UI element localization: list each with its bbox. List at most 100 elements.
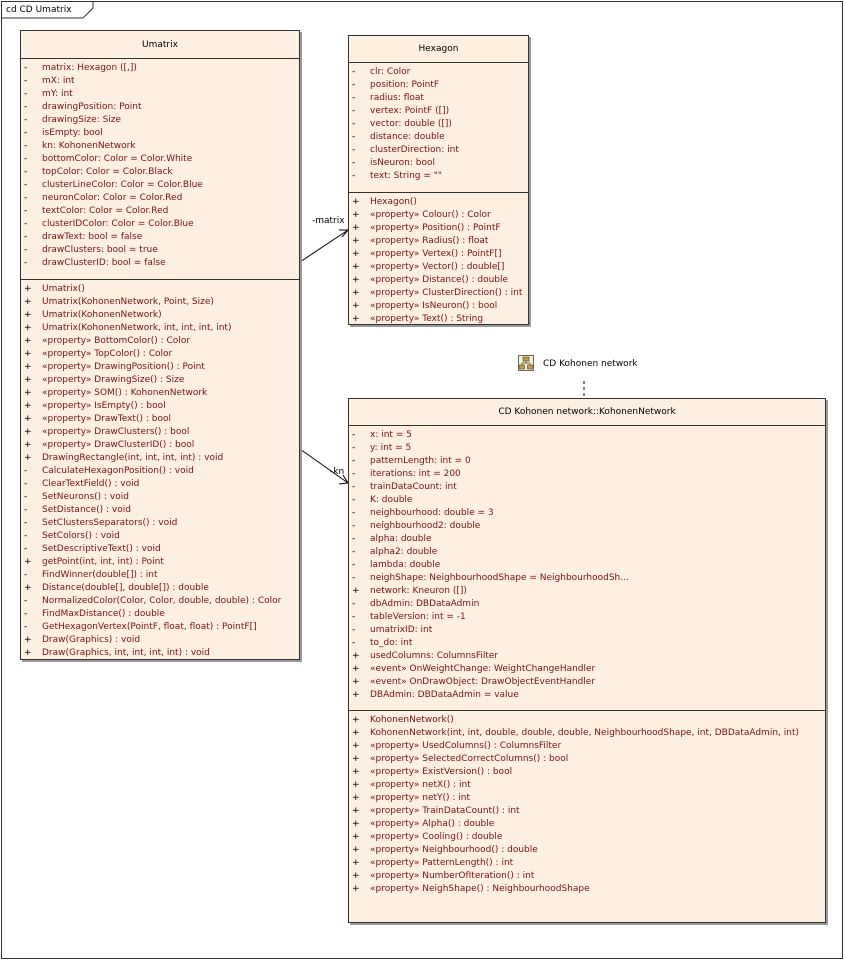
operation-row[interactable]: +Draw(Graphics, int, int, int, int) : vo… — [21, 647, 299, 660]
class-umatrix[interactable]: Umatrix -matrix: Hexagon ([,])-mX: int-m… — [20, 30, 300, 660]
operation-row[interactable]: +Umatrix(KohonenNetwork) — [21, 309, 299, 322]
attribute-row[interactable]: -vertex: PointF ([]) — [349, 105, 528, 118]
attribute-row[interactable]: +network: Kneuron ([]) — [349, 585, 825, 598]
operation-row[interactable]: +«property» NeighShape() : Neighbourhood… — [349, 883, 825, 896]
attribute-row[interactable]: -mX: int — [21, 75, 299, 88]
operation-row[interactable]: -FindMaxDistance() : double — [21, 608, 299, 621]
attribute-row[interactable]: -neighbourhood: double = 3 — [349, 507, 825, 520]
operation-row[interactable]: +«property» Vector() : double[] — [349, 261, 528, 274]
attribute-row[interactable]: -tableVersion: int = -1 — [349, 611, 825, 624]
operation-row[interactable]: -ClearTextField() : void — [21, 478, 299, 491]
operation-row[interactable]: -FindWinner(double[]) : int — [21, 569, 299, 582]
operation-row[interactable]: +Umatrix() — [21, 283, 299, 296]
operation-row[interactable]: +Draw(Graphics) : void — [21, 634, 299, 647]
operation-row[interactable]: -GetHexagonVertex(PointF, float, float) … — [21, 621, 299, 634]
attribute-row[interactable]: -isEmpty: bool — [21, 127, 299, 140]
attribute-row[interactable]: -radius: float — [349, 92, 528, 105]
operation-row[interactable]: +DrawingRectangle(int, int, int, int) : … — [21, 452, 299, 465]
attribute-row[interactable]: -y: int = 5 — [349, 442, 825, 455]
operation-row[interactable]: +«property» DrawingSize() : Size — [21, 374, 299, 387]
operation-row[interactable]: +«property» TrainDataCount() : int — [349, 805, 825, 818]
attribute-row[interactable]: -drawingSize: Size — [21, 114, 299, 127]
attribute-row[interactable]: -text: String = "" — [349, 170, 528, 183]
operation-row[interactable]: +«property» BottomColor() : Color — [21, 335, 299, 348]
operation-row[interactable]: -SetClustersSeparators() : void — [21, 517, 299, 530]
operation-row[interactable]: +«property» DrawClusterID() : bool — [21, 439, 299, 452]
operation-row[interactable]: +Umatrix(KohonenNetwork, int, int, int, … — [21, 322, 299, 335]
attribute-row[interactable]: -vector: double ([]) — [349, 118, 528, 131]
operation-row[interactable]: +«property» PatternLength() : int — [349, 857, 825, 870]
attribute-row[interactable]: -distance: double — [349, 131, 528, 144]
operation-row[interactable]: +«property» Vertex() : PointF[] — [349, 248, 528, 261]
attribute-row[interactable]: -alpha: double — [349, 533, 825, 546]
attribute-row[interactable]: -topColor: Color = Color.Black — [21, 166, 299, 179]
attribute-row[interactable]: -dbAdmin: DBDataAdmin — [349, 598, 825, 611]
operation-row[interactable]: +«property» Alpha() : double — [349, 818, 825, 831]
attribute-row[interactable]: -neuronColor: Color = Color.Red — [21, 192, 299, 205]
attribute-row[interactable]: +«event» OnDrawObject: DrawObjectEventHa… — [349, 676, 825, 689]
operation-row[interactable]: +«property» IsNeuron() : bool — [349, 300, 528, 313]
attribute-row[interactable]: -umatrixID: int — [349, 624, 825, 637]
attribute-row[interactable]: -trainDataCount: int — [349, 481, 825, 494]
operation-row[interactable]: +KohonenNetwork() — [349, 714, 825, 727]
attribute-row[interactable]: -alpha2: double — [349, 546, 825, 559]
operation-row[interactable]: +«property» UsedColumns() : ColumnsFilte… — [349, 740, 825, 753]
operation-row[interactable]: +«property» Position() : PointF — [349, 222, 528, 235]
attribute-row[interactable]: -iterations: int = 200 — [349, 468, 825, 481]
attribute-row[interactable]: -kn: KohonenNetwork — [21, 140, 299, 153]
operation-row[interactable]: -SetDistance() : void — [21, 504, 299, 517]
attribute-row[interactable]: -clr: Color — [349, 66, 528, 79]
operation-row[interactable]: +«property» Colour() : Color — [349, 209, 528, 222]
attribute-row[interactable]: -bottomColor: Color = Color.White — [21, 153, 299, 166]
attribute-row[interactable]: -neighShape: NeighbourhoodShape = Neighb… — [349, 572, 825, 585]
attribute-row[interactable]: -neighbourhood2: double — [349, 520, 825, 533]
operation-row[interactable]: -SetDescriptiveText() : void — [21, 543, 299, 556]
operation-row[interactable]: +KohonenNetwork(int, int, double, double… — [349, 727, 825, 740]
operation-row[interactable]: +Distance(double[], double[]) : double — [21, 582, 299, 595]
attribute-row[interactable]: -clusterLineColor: Color = Color.Blue — [21, 179, 299, 192]
attribute-row[interactable]: -matrix: Hexagon ([,]) — [21, 62, 299, 75]
operation-row[interactable]: +«property» Radius() : float — [349, 235, 528, 248]
class-hexagon[interactable]: Hexagon -clr: Color-position: PointF-rad… — [348, 35, 529, 325]
operation-row[interactable]: +«property» DrawClusters() : bool — [21, 426, 299, 439]
operation-row[interactable]: +«property» Text() : String — [349, 313, 528, 326]
attribute-row[interactable]: -mY: int — [21, 88, 299, 101]
operation-row[interactable]: -NormalizedColor(Color, Color, double, d… — [21, 595, 299, 608]
attribute-row[interactable]: -clusterIDColor: Color = Color.Blue — [21, 218, 299, 231]
operation-row[interactable]: +«property» SOM() : KohonenNetwork — [21, 387, 299, 400]
operation-row[interactable]: -SetNeurons() : void — [21, 491, 299, 504]
operation-row[interactable]: +«property» Cooling() : double — [349, 831, 825, 844]
operation-row[interactable]: +«property» Neighbourhood() : double — [349, 844, 825, 857]
operation-row[interactable]: +«property» NumberOfIteration() : int — [349, 870, 825, 883]
operation-row[interactable]: +«property» DrawText() : bool — [21, 413, 299, 426]
operation-row[interactable]: +«property» TopColor() : Color — [21, 348, 299, 361]
attribute-row[interactable]: -drawingPosition: Point — [21, 101, 299, 114]
operation-row[interactable]: +Hexagon() — [349, 196, 528, 209]
attribute-row[interactable]: -drawText: bool = false — [21, 231, 299, 244]
attribute-row[interactable]: +«event» OnWeightChange: WeightChangeHan… — [349, 663, 825, 676]
attribute-row[interactable]: -to_do: int — [349, 637, 825, 650]
attribute-row[interactable]: -clusterDirection: int — [349, 144, 528, 157]
attribute-row[interactable]: -K: double — [349, 494, 825, 507]
operation-row[interactable]: -SetColors() : void — [21, 530, 299, 543]
attribute-row[interactable]: -isNeuron: bool — [349, 157, 528, 170]
class-kohonen-network[interactable]: CD Kohonen network::KohonenNetwork -x: i… — [348, 398, 826, 923]
attribute-row[interactable]: -patternLength: int = 0 — [349, 455, 825, 468]
attribute-row[interactable]: +usedColumns: ColumnsFilter — [349, 650, 825, 663]
operation-row[interactable]: +Umatrix(KohonenNetwork, Point, Size) — [21, 296, 299, 309]
operation-row[interactable]: +getPoint(int, int, int) : Point — [21, 556, 299, 569]
attribute-row[interactable]: -textColor: Color = Color.Red — [21, 205, 299, 218]
operation-row[interactable]: +«property» Distance() : double — [349, 274, 528, 287]
attribute-row[interactable]: -position: PointF — [349, 79, 528, 92]
operation-row[interactable]: +«property» IsEmpty() : bool — [21, 400, 299, 413]
operation-row[interactable]: +«property» SelectedCorrectColumns() : b… — [349, 753, 825, 766]
attribute-row[interactable]: -x: int = 5 — [349, 429, 825, 442]
operation-row[interactable]: +«property» netY() : int — [349, 792, 825, 805]
operation-row[interactable]: +«property» ClusterDirection() : int — [349, 287, 528, 300]
operation-row[interactable]: -CalculateHexagonPosition() : void — [21, 465, 299, 478]
operation-row[interactable]: +«property» DrawingPosition() : Point — [21, 361, 299, 374]
attribute-row[interactable]: -drawClusterID: bool = false — [21, 257, 299, 270]
operation-row[interactable]: +«property» ExistVersion() : bool — [349, 766, 825, 779]
attribute-row[interactable]: -lambda: double — [349, 559, 825, 572]
attribute-row[interactable]: +DBAdmin: DBDataAdmin = value — [349, 689, 825, 702]
